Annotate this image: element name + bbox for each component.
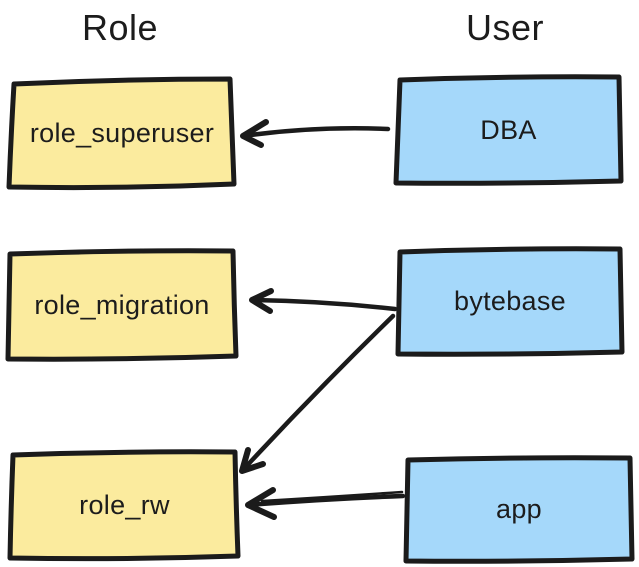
- role-rw-box: [7, 449, 241, 562]
- arrow-bytebase-to-role-migration: [249, 288, 398, 314]
- arrowhead-icon: [239, 447, 266, 474]
- role-column-header: Role: [81, 7, 159, 48]
- user-app-box: [403, 455, 635, 564]
- role-migration-box: [5, 248, 239, 362]
- user-column-header: User: [465, 7, 544, 48]
- arrow-bytebase-to-role-rw: [239, 313, 396, 474]
- arrow-app-to-role-rw: [245, 487, 406, 520]
- user-dba-box: [393, 74, 624, 186]
- arrowhead-icon: [245, 487, 277, 520]
- arrow-dba-to-role-superuser: [240, 119, 391, 148]
- arrowhead-icon: [240, 119, 269, 148]
- arrowhead-icon: [249, 288, 274, 314]
- role-superuser-box: [6, 76, 237, 191]
- user-bytebase-box: [395, 246, 625, 357]
